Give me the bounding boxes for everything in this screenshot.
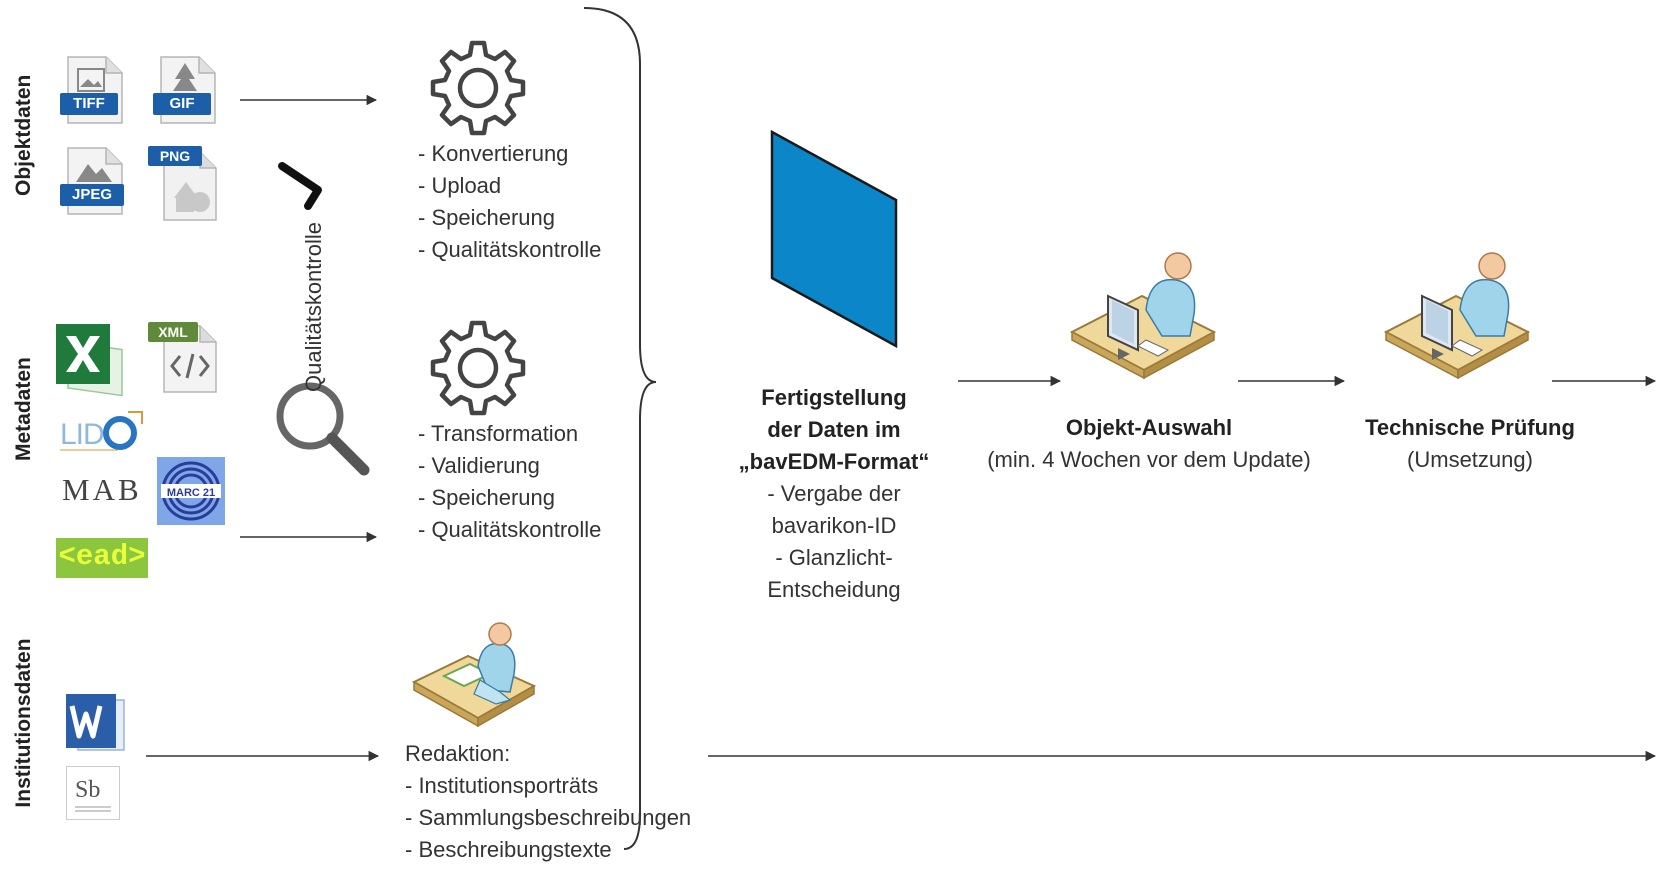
jpeg-file-icon: JPEG [60,146,126,216]
library-logo: Sb [66,766,120,820]
object-step: - Konvertierung [418,141,569,166]
lido-logo: LID [58,410,144,454]
excel-file-icon [54,322,124,397]
editor-desk-icon [411,622,537,728]
object-steps-list: - Konvertierung - Upload - Speicherung -… [418,138,601,266]
mab-logo: MAB [62,472,142,507]
transformation-gear-icon [430,320,526,416]
gif-badge: GIF [153,93,211,115]
word-file-icon [64,692,126,754]
technical-workstation-icon [1383,252,1531,380]
object-step: - Speicherung [418,205,555,230]
selection-title: Objekt-Auswahl [1065,415,1233,440]
png-badge: PNG [148,146,202,166]
png-file-icon: PNG [148,146,224,222]
editorial-list: Redaktion: - Institutionsporträts - Samm… [405,738,691,866]
svg-text:LID: LID [60,418,104,451]
gif-file-icon: GIF [153,55,219,125]
conversion-gear-icon [430,40,526,136]
completion-title-line: der Daten im [767,417,901,442]
jpeg-badge: JPEG [60,184,124,206]
completion-detail-line: - Vergabe der [767,481,901,506]
completion-title-line: „bavEDM-Format“ [738,449,930,474]
meta-steps-list: - Transformation - Validierung - Speiche… [418,418,601,546]
svg-text:MARC 21: MARC 21 [167,487,215,499]
completion-title-line: Fertigstellung [761,385,907,410]
editorial-item: - Institutionsporträts [405,773,599,798]
meta-step: - Speicherung [418,485,555,510]
technical-title: Technische Prüfung [1365,415,1575,440]
editorial-item: - Beschreibungstexte [405,837,612,862]
object-step: - Upload [418,173,502,198]
xml-file-icon: XML [148,322,224,394]
ead-logo: <ead> [56,538,148,578]
editorial-title: Redaktion: [405,741,511,766]
completion-stage: Fertigstellung der Daten im „bavEDM-Form… [718,382,950,606]
selection-subtitle: (min. 4 Wochen vor dem Update) [987,447,1311,472]
object-step: - Qualitätskontrolle [418,237,602,262]
selection-workstation-icon [1069,252,1217,380]
technical-stage: Technische Prüfung (Umsetzung) [1340,412,1600,476]
bavedm-parallelogram [770,129,898,349]
meta-step: - Qualitätskontrolle [418,517,602,542]
completion-detail-line: bavarikon-ID [771,513,897,538]
completion-detail-line: - Glanzlicht- [775,545,893,570]
editorial-item: - Sammlungsbeschreibungen [405,805,692,830]
tiff-file-icon: TIFF [60,55,126,125]
xml-badge: XML [148,322,198,342]
svg-text:Sb: Sb [75,777,100,803]
quality-check-arrow-icon [278,162,322,210]
magnifier-icon [276,382,370,476]
completion-detail-line: Entscheidung [767,577,901,602]
technical-subtitle: (Umsetzung) [1407,447,1533,472]
meta-step: - Validierung [418,453,540,478]
selection-stage: Objekt-Auswahl (min. 4 Wochen vor dem Up… [984,412,1314,476]
tiff-badge: TIFF [60,93,118,115]
meta-step: - Transformation [418,421,579,446]
grouping-brace [583,7,657,850]
marc-logo: MARC 21 [157,457,225,525]
